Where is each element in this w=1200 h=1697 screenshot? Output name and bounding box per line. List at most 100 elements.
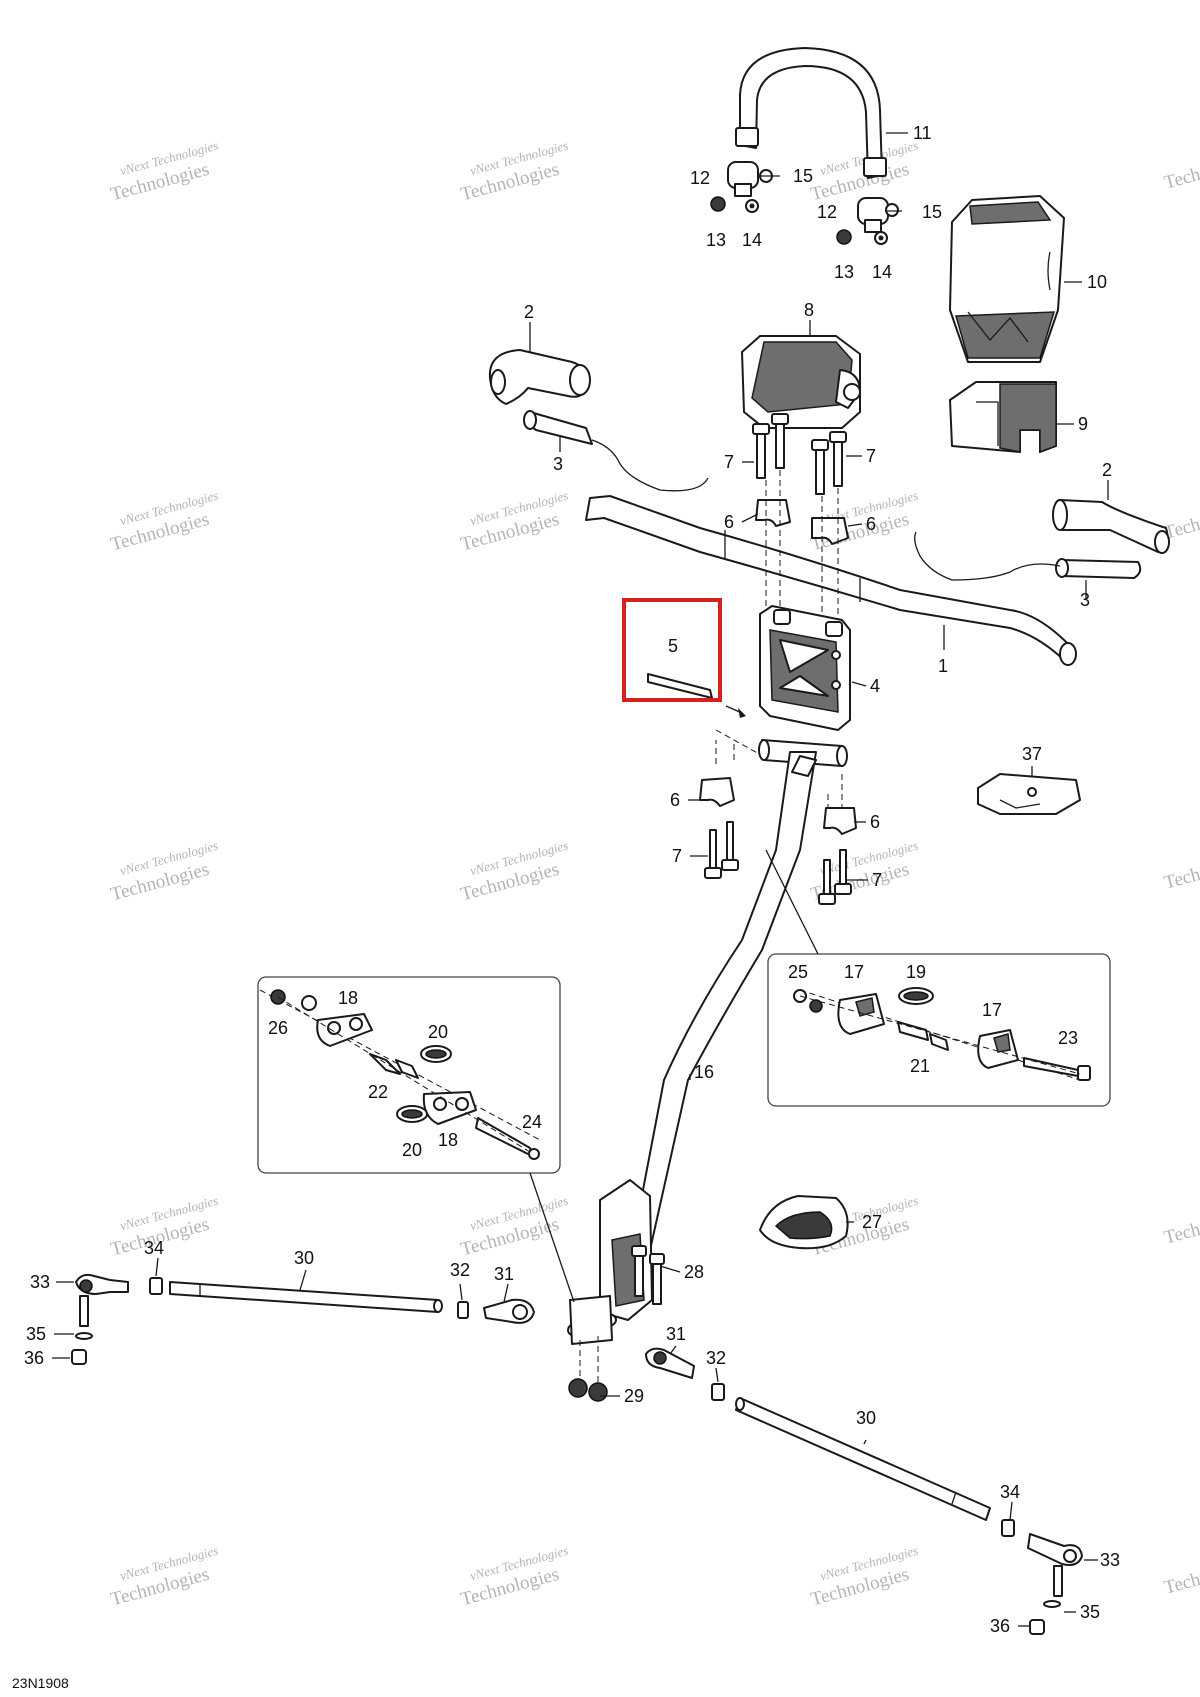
part-7-bolt-upper-right[interactable] [811,439,829,495]
callout-25[interactable]: 25 [788,962,808,982]
part-7-bolt-upper-right-2[interactable] [829,431,847,487]
callout-11[interactable]: 11 [913,123,932,143]
callout-23[interactable]: 23 [1058,1028,1078,1048]
part-7-bolt-lower-right-2[interactable] [834,849,852,895]
callout-33[interactable]: 33 [30,1272,50,1292]
part-28-bolt-1[interactable] [631,1245,647,1297]
part-22-spacer[interactable] [369,1053,419,1079]
callout-24[interactable]: 24 [522,1112,542,1132]
part-30-tie-rod-right[interactable] [735,1397,991,1521]
part-7-bolt-upper-left-2[interactable] [771,413,789,469]
part-29-nut-2[interactable] [588,1382,608,1402]
part-17-clamp-left[interactable] [837,993,885,1035]
part-7-bolt-lower-right[interactable] [818,859,836,905]
callout-27[interactable]: 27 [862,1212,882,1232]
part-14-nut-left[interactable] [745,199,759,213]
callout-7[interactable]: 7 [724,452,734,472]
callout-6[interactable]: 6 [866,514,876,534]
callout-17[interactable]: 17 [982,1000,1002,1020]
part-34-jam-nut-right[interactable] [1001,1519,1015,1537]
callout-3[interactable]: 3 [1080,590,1090,610]
callout-3[interactable]: 3 [553,454,563,474]
part-35-washer-right[interactable] [1043,1600,1061,1608]
part-2-grip-right[interactable] [1052,499,1170,554]
part-16-steering-column[interactable] [567,739,848,1345]
callout-36[interactable]: 36 [24,1348,44,1368]
part-7-bolt-lower-left[interactable] [704,829,722,879]
callout-8[interactable]: 8 [804,300,814,320]
part-32-jam-nut-left[interactable] [457,1301,469,1319]
callout-19[interactable]: 19 [906,962,926,982]
part-19-ring[interactable] [898,987,934,1005]
part-37-plate[interactable] [977,773,1081,815]
callout-31[interactable]: 31 [666,1324,686,1344]
callout-34[interactable]: 34 [144,1238,164,1258]
part-27-dust-cover[interactable] [759,1195,849,1250]
part-6-clamp-lower-right[interactable] [823,807,857,835]
part-20-ring-upper[interactable] [420,1045,452,1063]
part-30-tie-rod-left[interactable] [169,1281,443,1313]
callout-34[interactable]: 34 [1000,1482,1020,1502]
callout-15[interactable]: 15 [793,166,813,186]
callout-32[interactable]: 32 [706,1348,726,1368]
callout-18[interactable]: 18 [338,988,358,1008]
part-29-nut-1[interactable] [568,1378,588,1398]
callout-7[interactable]: 7 [872,870,882,890]
part-13-screw-right[interactable] [836,229,852,245]
part-1-handlebar[interactable] [585,495,1077,666]
callout-7[interactable]: 7 [866,446,876,466]
callout-36[interactable]: 36 [990,1616,1010,1636]
part-36-nut-left[interactable] [71,1349,87,1365]
part-6-clamp-upper-right[interactable] [811,517,849,545]
callout-14[interactable]: 14 [742,230,762,250]
part-31-ball-joint-right[interactable] [645,1347,695,1379]
callout-13[interactable]: 13 [706,230,726,250]
callout-6[interactable]: 6 [724,512,734,532]
callout-30[interactable]: 30 [856,1408,876,1428]
part-13-screw-left[interactable] [710,196,726,212]
callout-6[interactable]: 6 [870,812,880,832]
callout-6[interactable]: 6 [670,790,680,810]
callout-37[interactable]: 37 [1022,744,1042,764]
callout-9[interactable]: 9 [1078,414,1088,434]
callout-16[interactable]: 16 [694,1062,714,1082]
part-3-throttle-left[interactable] [523,410,709,492]
callout-30[interactable]: 30 [294,1248,314,1268]
part-18-bushing-lower[interactable] [422,1091,477,1125]
callout-10[interactable]: 10 [1087,272,1107,292]
callout-12[interactable]: 12 [690,168,710,188]
part-12-clamp-right[interactable] [857,197,889,233]
callout-20[interactable]: 20 [402,1140,422,1160]
callout-15[interactable]: 15 [922,202,942,222]
part-3-throttle-right[interactable] [914,531,1142,581]
callout-32[interactable]: 32 [450,1260,470,1280]
callout-17[interactable]: 17 [844,962,864,982]
callout-20[interactable]: 20 [428,1022,448,1042]
part-18-bushing-upper[interactable] [316,1013,373,1047]
part-10-steering-cover[interactable] [949,195,1065,363]
part-20-ring-lower[interactable] [396,1105,428,1123]
callout-2[interactable]: 2 [1102,460,1112,480]
part-7-bolt-upper-left[interactable] [752,423,770,479]
part-34-jam-nut-left[interactable] [149,1277,163,1295]
callout-5[interactable]: 5 [668,636,678,656]
callout-22[interactable]: 22 [368,1082,388,1102]
part-6-clamp-lower-left[interactable] [699,777,735,807]
part-33-tie-rod-end-right[interactable] [1027,1533,1083,1597]
part-36-nut-right[interactable] [1029,1619,1045,1635]
part-14-nut-right[interactable] [874,231,888,245]
part-7-bolt-lower-left-2[interactable] [721,821,739,871]
part-28-bolt-2[interactable] [649,1253,665,1305]
part-24-bolt[interactable] [475,1117,540,1160]
callout-26[interactable]: 26 [268,1018,288,1038]
part-9-lower-cover[interactable] [949,381,1057,454]
part-12-clamp-left[interactable] [727,161,759,197]
callout-2[interactable]: 2 [524,302,534,322]
callout-31[interactable]: 31 [494,1264,514,1284]
callout-33[interactable]: 33 [1100,1550,1120,1570]
callout-18[interactable]: 18 [438,1130,458,1150]
callout-28[interactable]: 28 [684,1262,704,1282]
part-23-bolt[interactable] [1023,1057,1091,1081]
part-26-washer[interactable] [301,995,317,1011]
part-8-handlebar-pad[interactable] [741,335,861,429]
